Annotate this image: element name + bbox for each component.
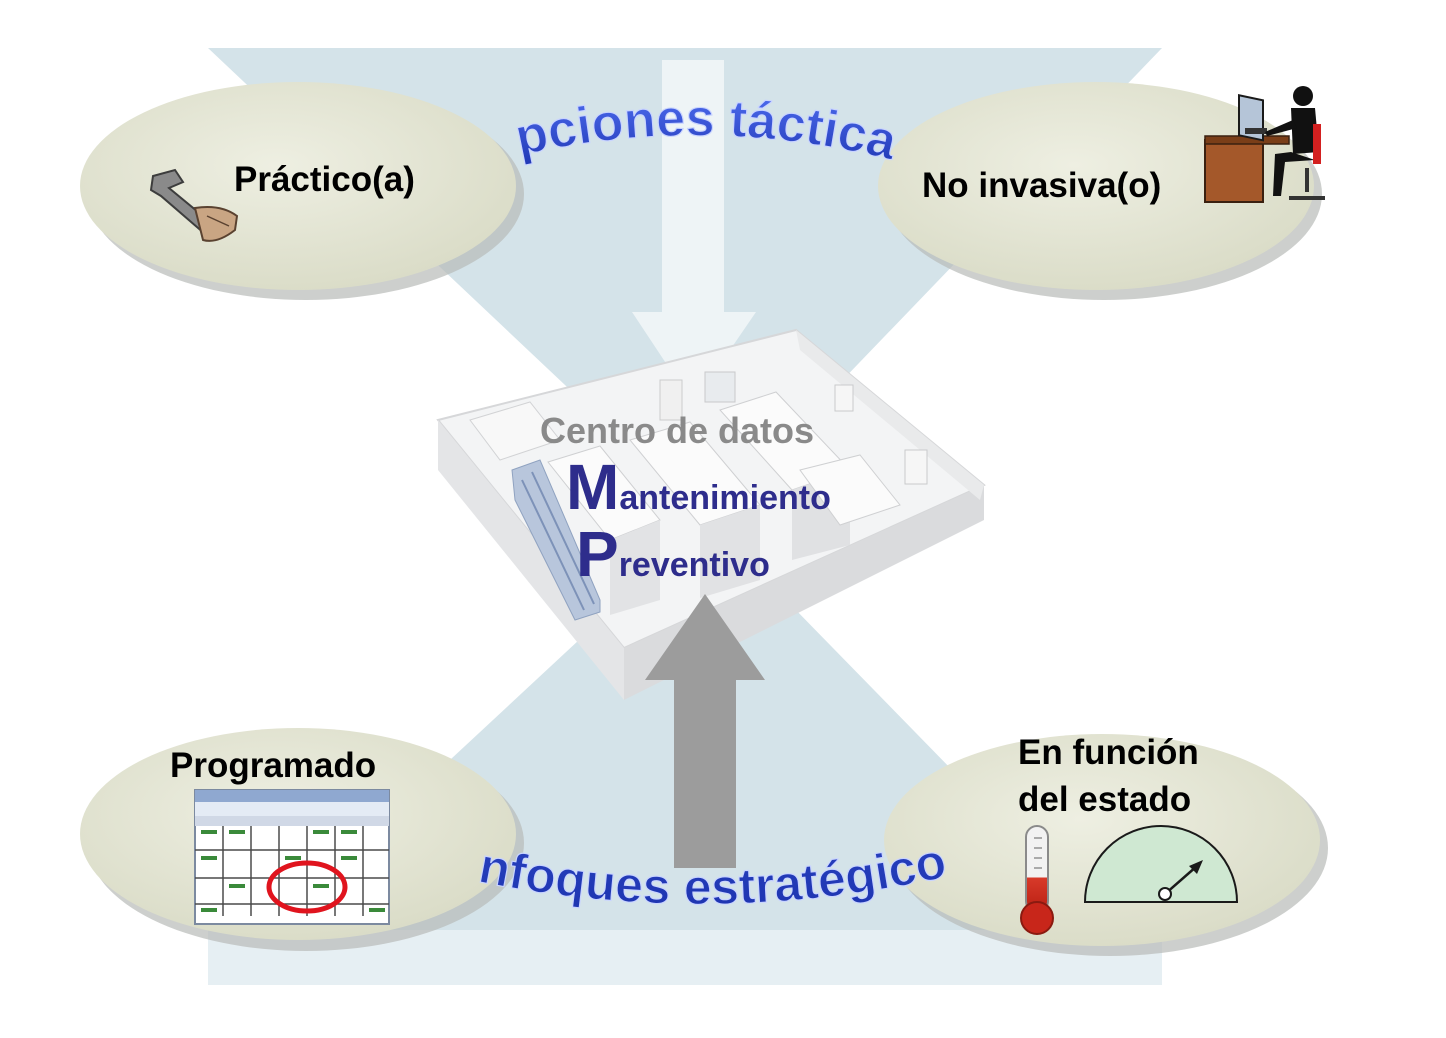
- person-at-computer-icon: [1204, 86, 1325, 203]
- bottom-arrow: [645, 594, 765, 868]
- gauge-icon: [1083, 825, 1239, 903]
- center-rest-maintenance: antenimiento: [619, 479, 831, 517]
- calendar-schedule-icon: [194, 789, 390, 925]
- top-arrow: [632, 60, 756, 404]
- label-condition-based-line1: En función: [1018, 733, 1199, 772]
- label-scheduled: Programado: [170, 746, 377, 785]
- center-rest-preventive: reventivo: [618, 546, 770, 584]
- oval-top-left-shape: [80, 82, 524, 300]
- center-line-preventive: Preventivo: [576, 522, 770, 586]
- data-center-illustration: [436, 328, 986, 700]
- label-practical: Práctico(a): [234, 160, 415, 199]
- wrench-icon: [149, 168, 239, 242]
- label-condition-based-line2: del estado: [1018, 780, 1192, 819]
- center-line-maintenance: Mantenimiento: [566, 455, 831, 519]
- center-initial-p: P: [576, 518, 619, 590]
- hourglass-background: [208, 48, 1162, 985]
- center-initial-m: M: [566, 451, 620, 523]
- center-title: Centro de datos: [540, 410, 815, 451]
- thermometer-icon: [1020, 825, 1054, 935]
- label-non-invasive: No invasiva(o): [922, 166, 1162, 205]
